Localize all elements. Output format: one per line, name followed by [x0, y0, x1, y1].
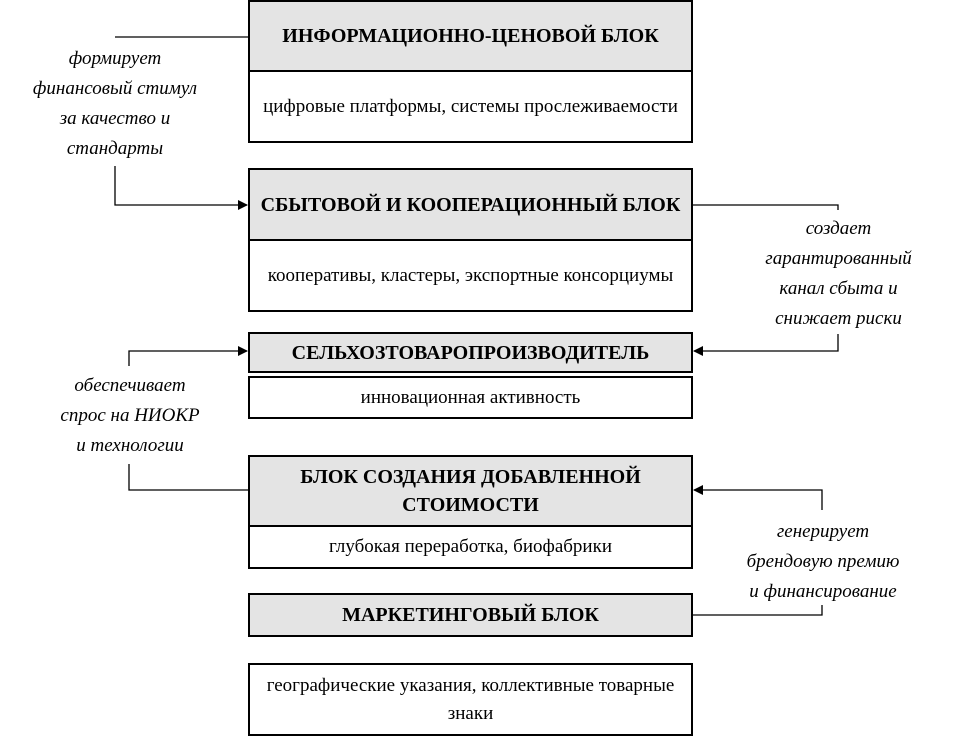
note-financial-stimulus: формирует финансовый стимул за качество …	[32, 48, 198, 159]
connector-sales-to-producer-lower	[693, 334, 839, 356]
block-value-added-desc: глубокая переработка, биофабрики	[329, 536, 612, 557]
block-sales-coop-header: СБЫТОВОЙ И КООПЕРАЦИОННЫЙ БЛОК	[248, 168, 693, 241]
connector-info-to-sales-lower	[114, 166, 248, 210]
block-producer-desc: инновационная активность	[360, 386, 581, 408]
block-info-price-title: ИНФОРМАЦИОННО-ЦЕНОВОЙ БЛОК	[282, 25, 659, 47]
connector-marketing-to-value	[693, 485, 823, 510]
note-rnd-demand: обеспечивает спрос на НИОКР и технологии	[60, 375, 200, 456]
block-info-price-desc: цифровые платформы, системы прослеживаем…	[263, 95, 678, 117]
block-sales-coop-body: кооперативы, кластеры, экспортные консор…	[248, 239, 693, 312]
block-producer-body: инновационная активность	[248, 376, 693, 419]
note-guaranteed-channel: создает гарантированный канал сбыта и сн…	[765, 218, 912, 329]
block-marketing-body: географические указания, коллективные то…	[248, 663, 693, 736]
block-producer-title: СЕЛЬХОЗТОВАРОПРОИЗВОДИТЕЛЬ	[291, 341, 650, 364]
block-marketing-title: МАРКЕТИНГОВЫЙ БЛОК	[342, 604, 599, 626]
block-sales-coop-desc: кооперативы, кластеры, экспортные консор…	[267, 264, 674, 286]
block-value-added-body: глубокая переработка, биофабрики	[248, 525, 693, 569]
block-producer-header: СЕЛЬХОЗТОВАРОПРОИЗВОДИТЕЛЬ	[248, 332, 693, 373]
connector-value-to-producer-lower	[128, 464, 248, 491]
block-marketing-header: МАРКЕТИНГОВЫЙ БЛОК	[248, 593, 693, 637]
block-marketing-desc: географические указания, коллективные то…	[266, 674, 675, 724]
block-info-price-header: ИНФОРМАЦИОННО-ЦЕНОВОЙ БЛОК	[248, 0, 693, 72]
block-info-price-body: цифровые платформы, системы прослеживаем…	[248, 70, 693, 143]
note-brand-premium: генерирует брендовую премию и финансиров…	[746, 521, 900, 602]
connector-value-to-producer	[128, 346, 248, 366]
connector-sales-to-producer	[693, 204, 839, 210]
block-value-added-header: БЛОК СОЗДАНИЯ ДОБАВЛЕННОЙ СТОИМОСТИ	[248, 455, 693, 527]
block-value-added-title: БЛОК СОЗДАНИЯ ДОБАВЛЕННОЙ СТОИМОСТИ	[300, 466, 641, 516]
block-sales-coop-title: СБЫТОВОЙ И КООПЕРАЦИОННЫЙ БЛОК	[260, 193, 681, 216]
